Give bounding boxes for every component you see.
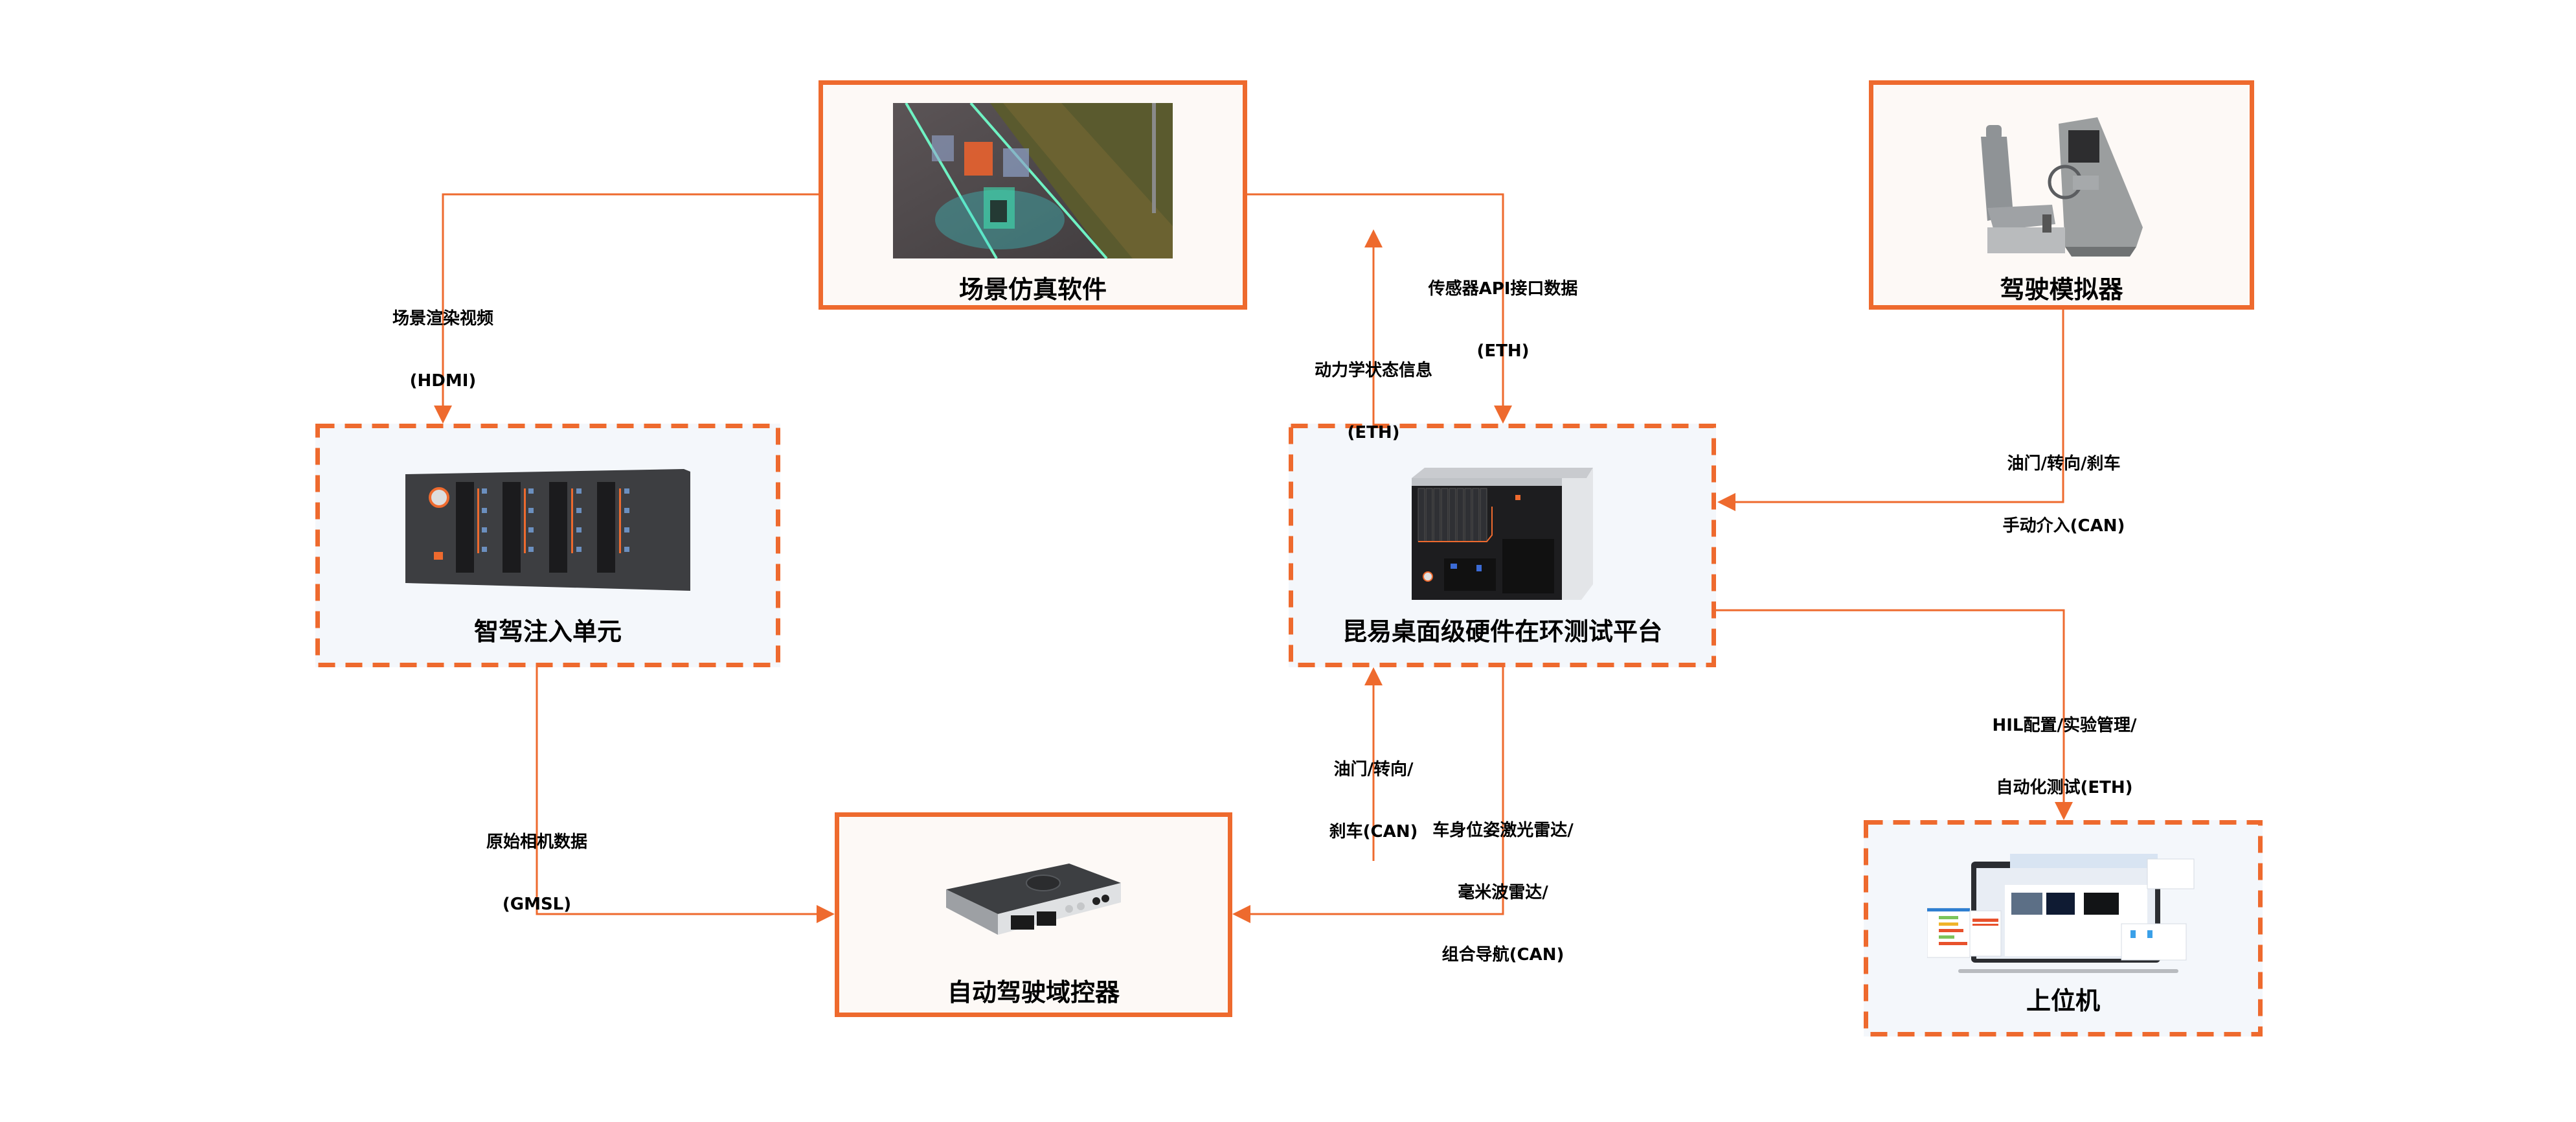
domain-controller-image	[946, 864, 1121, 948]
node-injection-unit[interactable]: 智驾注入单元	[315, 424, 780, 667]
label-line: 自动化测试(ETH)	[1996, 778, 2133, 797]
connection-label-scene-to-injection: 场景渲染视频 (HDMI)	[392, 267, 493, 412]
arrow-scene-to-injection	[434, 406, 452, 424]
arrow-injection-to-controller	[817, 905, 835, 923]
arrow-hil-to-scene	[1364, 229, 1383, 247]
highway-scene-image	[893, 102, 1173, 260]
connection-label-controller-to-hil: 油门/转向/ 刹车(CAN)	[1329, 718, 1418, 863]
arrow-controller-to-hil	[1364, 667, 1383, 685]
arrow-driving-to-hil	[1717, 493, 1735, 511]
node-title: 场景仿真软件	[958, 275, 1107, 304]
label-line: 传感器API接口数据	[1428, 279, 1578, 299]
arrow-scene-to-hil	[1494, 406, 1512, 424]
wire-injection-to-controller	[536, 667, 818, 915]
label-line: HIL配置/实验管理/	[1992, 716, 2137, 735]
mini-hil-chassis-image	[1412, 468, 1593, 604]
node-domain-controller[interactable]: 自动驾驶域控器	[835, 812, 1232, 1017]
label-line: 手动介入(CAN)	[2002, 516, 2125, 536]
node-title: 昆易桌面级硬件在环测试平台	[1342, 617, 1662, 646]
wire-scene-to-injection	[442, 193, 819, 407]
label-line: 油门/转向/	[1333, 760, 1414, 779]
label-line: 车身位姿激光雷达/	[1432, 821, 1574, 840]
connection-label-hil-to-host: HIL配置/实验管理/ 自动化测试(ETH)	[1993, 674, 2137, 819]
node-scene-simulation[interactable]: 场景仿真软件	[819, 80, 1247, 310]
label-line: 刹车(CAN)	[1329, 822, 1418, 842]
arrow-hil-to-controller	[1232, 905, 1250, 923]
wire-driving-to-hil	[1734, 310, 2064, 503]
laptop-software-screens-image	[1926, 846, 2199, 976]
node-title: 自动驾驶域控器	[947, 978, 1120, 1007]
connection-label-scene-to-hil: 传感器API接口数据 (ETH)	[1429, 237, 1578, 382]
label-line: 原始相机数据	[486, 832, 588, 852]
label-line: (HDMI)	[409, 371, 477, 391]
connection-label-driving-to-hil: 油门/转向/刹车 手动介入(CAN)	[2003, 412, 2125, 557]
label-line: (ETH)	[1476, 341, 1530, 361]
node-driving-simulator[interactable]: 驾驶模拟器	[1869, 80, 2254, 310]
node-title: 驾驶模拟器	[2000, 275, 2123, 304]
wire-hil-to-controller	[1249, 667, 1504, 915]
driving-simulator-cockpit-image	[1968, 111, 2156, 266]
label-line: 毫米波雷达/	[1458, 883, 1548, 902]
node-title: 智驾注入单元	[473, 617, 622, 646]
node-title: 上位机	[2026, 987, 2100, 1015]
wire-scene-to-hil	[1247, 193, 1504, 407]
label-line: (GMSL)	[502, 895, 572, 914]
label-line: 油门/转向/刹车	[2007, 454, 2121, 474]
wire-hil-to-host	[1716, 609, 2065, 803]
label-line: 动力学状态信息	[1314, 361, 1433, 380]
connection-label-injection-to-controller: 原始相机数据 (GMSL)	[486, 790, 587, 935]
label-line: 场景渲染视频	[392, 309, 494, 328]
arrow-hil-to-host	[2055, 802, 2073, 820]
node-host-pc[interactable]: 上位机	[1864, 820, 2263, 1036]
rack-injection-unit-image	[405, 469, 690, 591]
connection-label-hil-to-scene: 动力学状态信息 (ETH)	[1315, 319, 1432, 464]
label-line: 组合导航(CAN)	[1441, 945, 1565, 965]
connection-label-hil-to-controller: 车身位姿激光雷达/ 毫米波雷达/ 组合导航(CAN)	[1432, 779, 1574, 986]
label-line: (ETH)	[1347, 423, 1400, 442]
